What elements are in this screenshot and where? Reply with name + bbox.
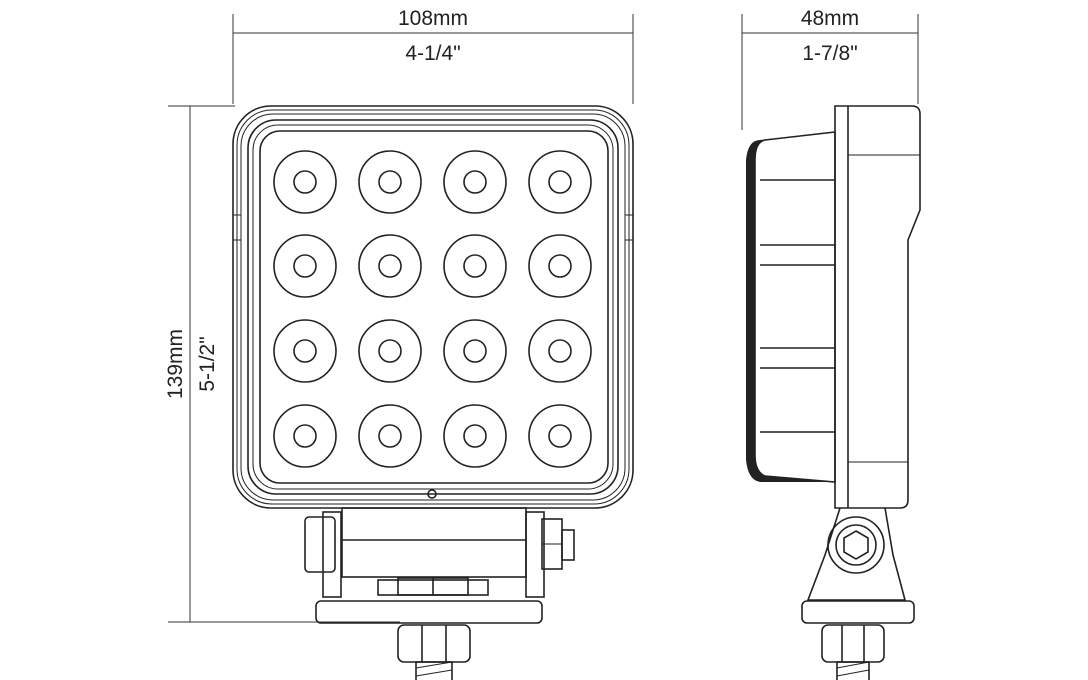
led-lens bbox=[443, 404, 507, 468]
led-lens bbox=[528, 404, 592, 468]
led-lens bbox=[358, 404, 422, 468]
led-lens bbox=[273, 234, 337, 298]
depth-mm-label: 48mm bbox=[801, 7, 859, 30]
led-lens bbox=[273, 404, 337, 468]
height-dimension: 139mm 5-1/2" bbox=[164, 105, 400, 623]
led-lens bbox=[273, 319, 337, 383]
width-in-label: 4-1/4" bbox=[405, 42, 460, 65]
front-view bbox=[232, 105, 634, 680]
mounting-bracket bbox=[304, 507, 575, 680]
led-lens bbox=[273, 150, 337, 214]
height-mm-label: 139mm bbox=[164, 329, 187, 399]
depth-in-label: 1-7/8" bbox=[802, 42, 857, 65]
led-lens bbox=[443, 234, 507, 298]
led-lens bbox=[358, 150, 422, 214]
led-lens bbox=[528, 150, 592, 214]
led-lens bbox=[443, 150, 507, 214]
led-lens bbox=[358, 319, 422, 383]
led-lens bbox=[528, 234, 592, 298]
led-lens bbox=[358, 234, 422, 298]
led-lens bbox=[528, 319, 592, 383]
width-mm-label: 108mm bbox=[398, 7, 468, 30]
led-lens bbox=[443, 319, 507, 383]
side-view bbox=[746, 105, 921, 680]
height-in-label: 5-1/2" bbox=[196, 336, 219, 391]
led-lens-grid bbox=[273, 150, 592, 468]
width-dimension: 108mm 4-1/4" bbox=[232, 7, 634, 104]
depth-dimension: 48mm 1-7/8" bbox=[741, 7, 919, 130]
